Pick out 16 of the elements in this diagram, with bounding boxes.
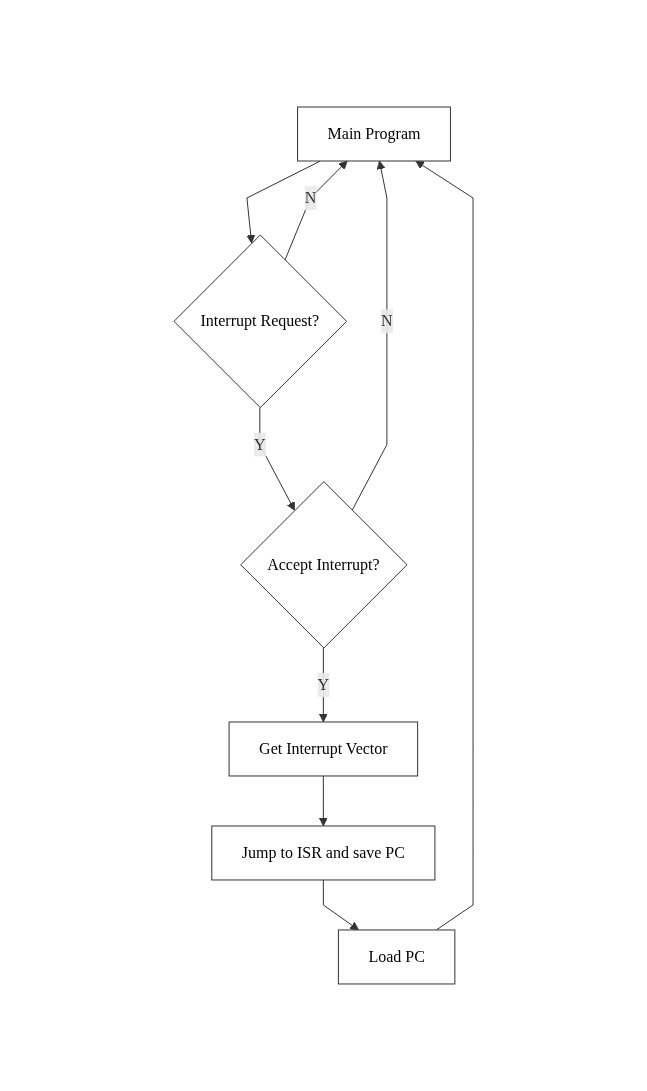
- node-diamond: Interrupt Request?: [173, 234, 348, 409]
- edge-label: Y: [254, 435, 266, 453]
- arrow: [322, 879, 359, 931]
- node-box: Load PC: [337, 929, 456, 985]
- edge-label: N: [304, 189, 317, 207]
- arrow: [351, 160, 388, 511]
- arrow: [259, 407, 295, 511]
- node-diamond: Accept Interrupt?: [240, 481, 408, 649]
- arrow: [415, 160, 474, 931]
- node-box: Get Interrupt Vector: [228, 721, 419, 777]
- edge-label: N: [381, 312, 393, 330]
- node-box: Main Program: [297, 106, 451, 162]
- arrow: [284, 160, 348, 261]
- edge-label: Y: [317, 676, 330, 693]
- node-box: Jump to ISR and save PC: [211, 825, 436, 881]
- arrow: [318, 775, 328, 827]
